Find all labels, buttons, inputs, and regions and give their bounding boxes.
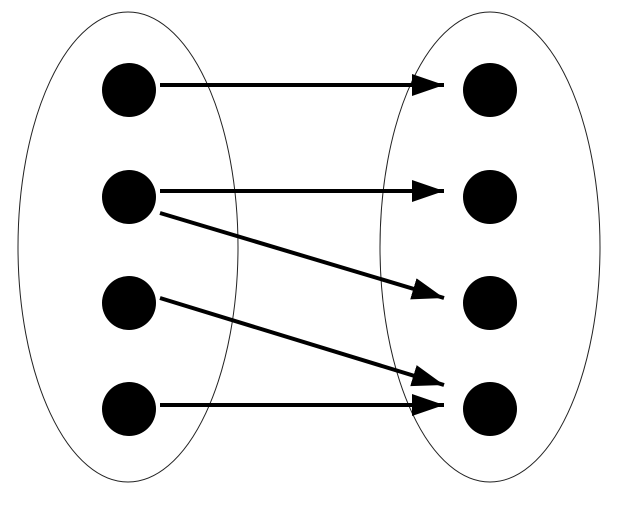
domain-element-4 bbox=[102, 382, 156, 436]
arrows-layer bbox=[159, 74, 445, 416]
domain-element-3 bbox=[102, 276, 156, 330]
codomain-element-2 bbox=[463, 170, 517, 224]
codomain-set-ellipse bbox=[379, 11, 601, 483]
codomain-element-3 bbox=[463, 276, 517, 330]
domain-element-1 bbox=[102, 63, 156, 117]
codomain-element-1 bbox=[463, 63, 517, 117]
arrow-3-to-4 bbox=[159, 296, 445, 387]
codomain-element-4 bbox=[463, 382, 517, 436]
dots-layer bbox=[102, 63, 517, 436]
domain-set-ellipse bbox=[17, 11, 239, 483]
arrow-2-to-3 bbox=[159, 211, 445, 300]
domain-element-2 bbox=[102, 170, 156, 224]
